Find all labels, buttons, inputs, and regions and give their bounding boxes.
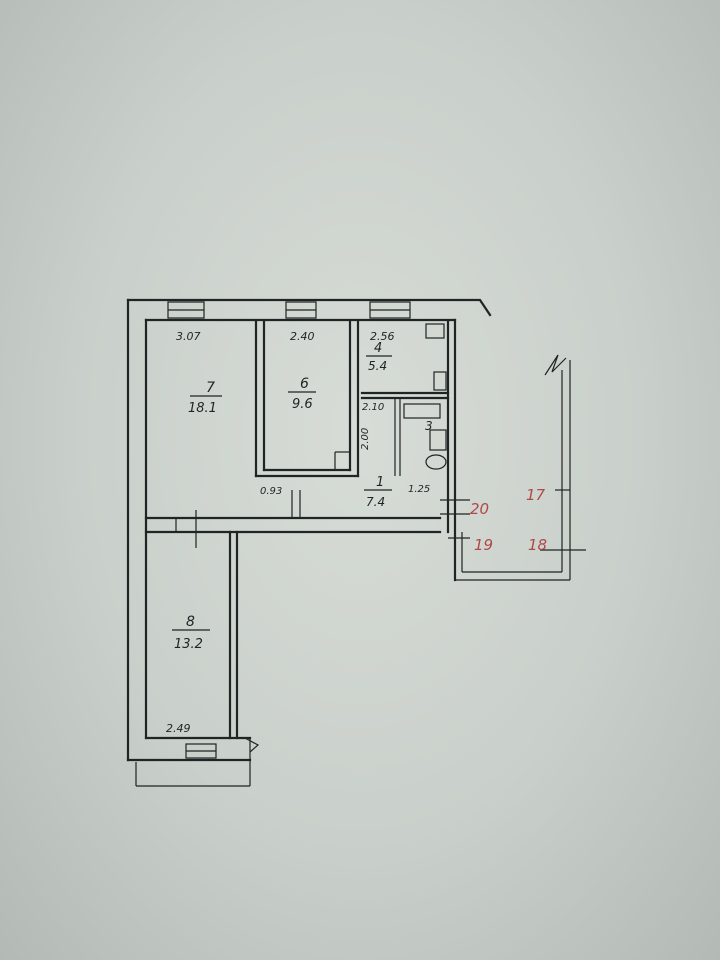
room-6-area: 9.6 xyxy=(292,397,313,412)
room-6-number: 6 xyxy=(300,376,309,392)
dim-bath-width: 2.10 xyxy=(362,402,384,413)
red-label-17: 17 xyxy=(526,486,546,504)
windows xyxy=(167,301,411,759)
interior-walls xyxy=(144,318,457,740)
dimension-labels: 3.07 2.40 2.56 2.49 0.93 1.25 2.10 2.00 xyxy=(166,330,430,735)
outer-walls xyxy=(126,298,492,787)
room-1-number: 1 xyxy=(376,475,384,490)
dim-room8-width: 2.49 xyxy=(166,722,191,735)
red-label-18: 18 xyxy=(528,536,547,554)
red-label-19: 19 xyxy=(474,536,493,554)
dim-room7-width: 3.07 xyxy=(176,330,201,343)
room-7-number: 7 xyxy=(206,380,215,396)
dim-side-mark: 2.00 xyxy=(360,428,371,450)
room-3-number: 3 xyxy=(425,419,433,433)
balcony xyxy=(440,354,586,581)
room-4-area: 5.4 xyxy=(368,359,387,373)
room-8-number: 8 xyxy=(186,614,195,630)
dim-room6-width: 2.40 xyxy=(290,330,315,343)
dim-room4-width: 2.56 xyxy=(370,330,395,343)
room-4-number: 4 xyxy=(374,341,382,356)
red-label-20: 20 xyxy=(470,500,489,518)
room-8-area: 13.2 xyxy=(174,637,203,652)
room-7-area: 18.1 xyxy=(188,401,217,416)
dim-hall-width: 1.25 xyxy=(408,484,430,495)
room-labels: 7 18.1 6 9.6 4 5.4 3 1 7.4 8 13.2 xyxy=(172,341,433,652)
dim-door-width: 0.93 xyxy=(260,486,282,497)
room-1-area: 7.4 xyxy=(366,495,385,509)
red-labels: 20 17 19 18 xyxy=(470,486,547,554)
